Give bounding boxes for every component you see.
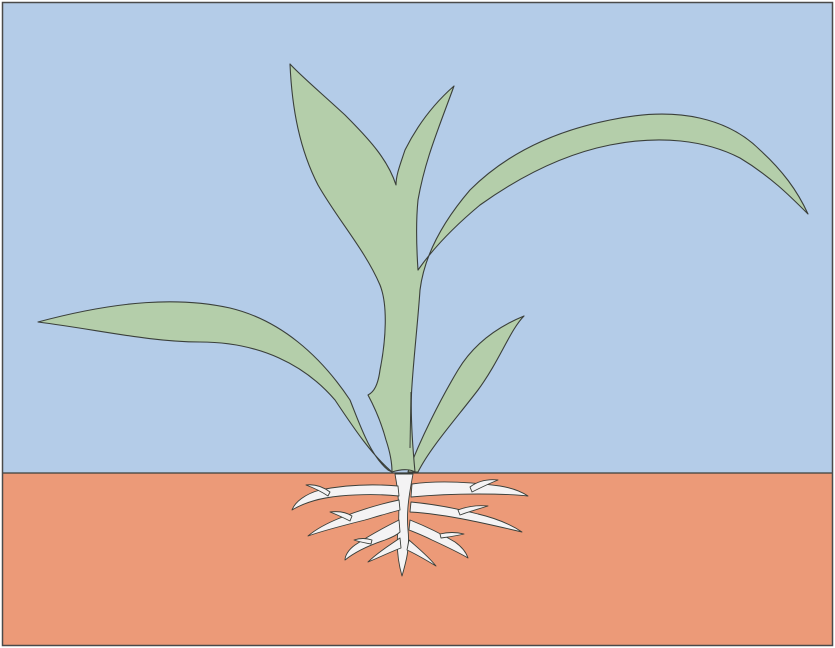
sky-region [3,3,832,473]
soil-region [3,473,832,645]
